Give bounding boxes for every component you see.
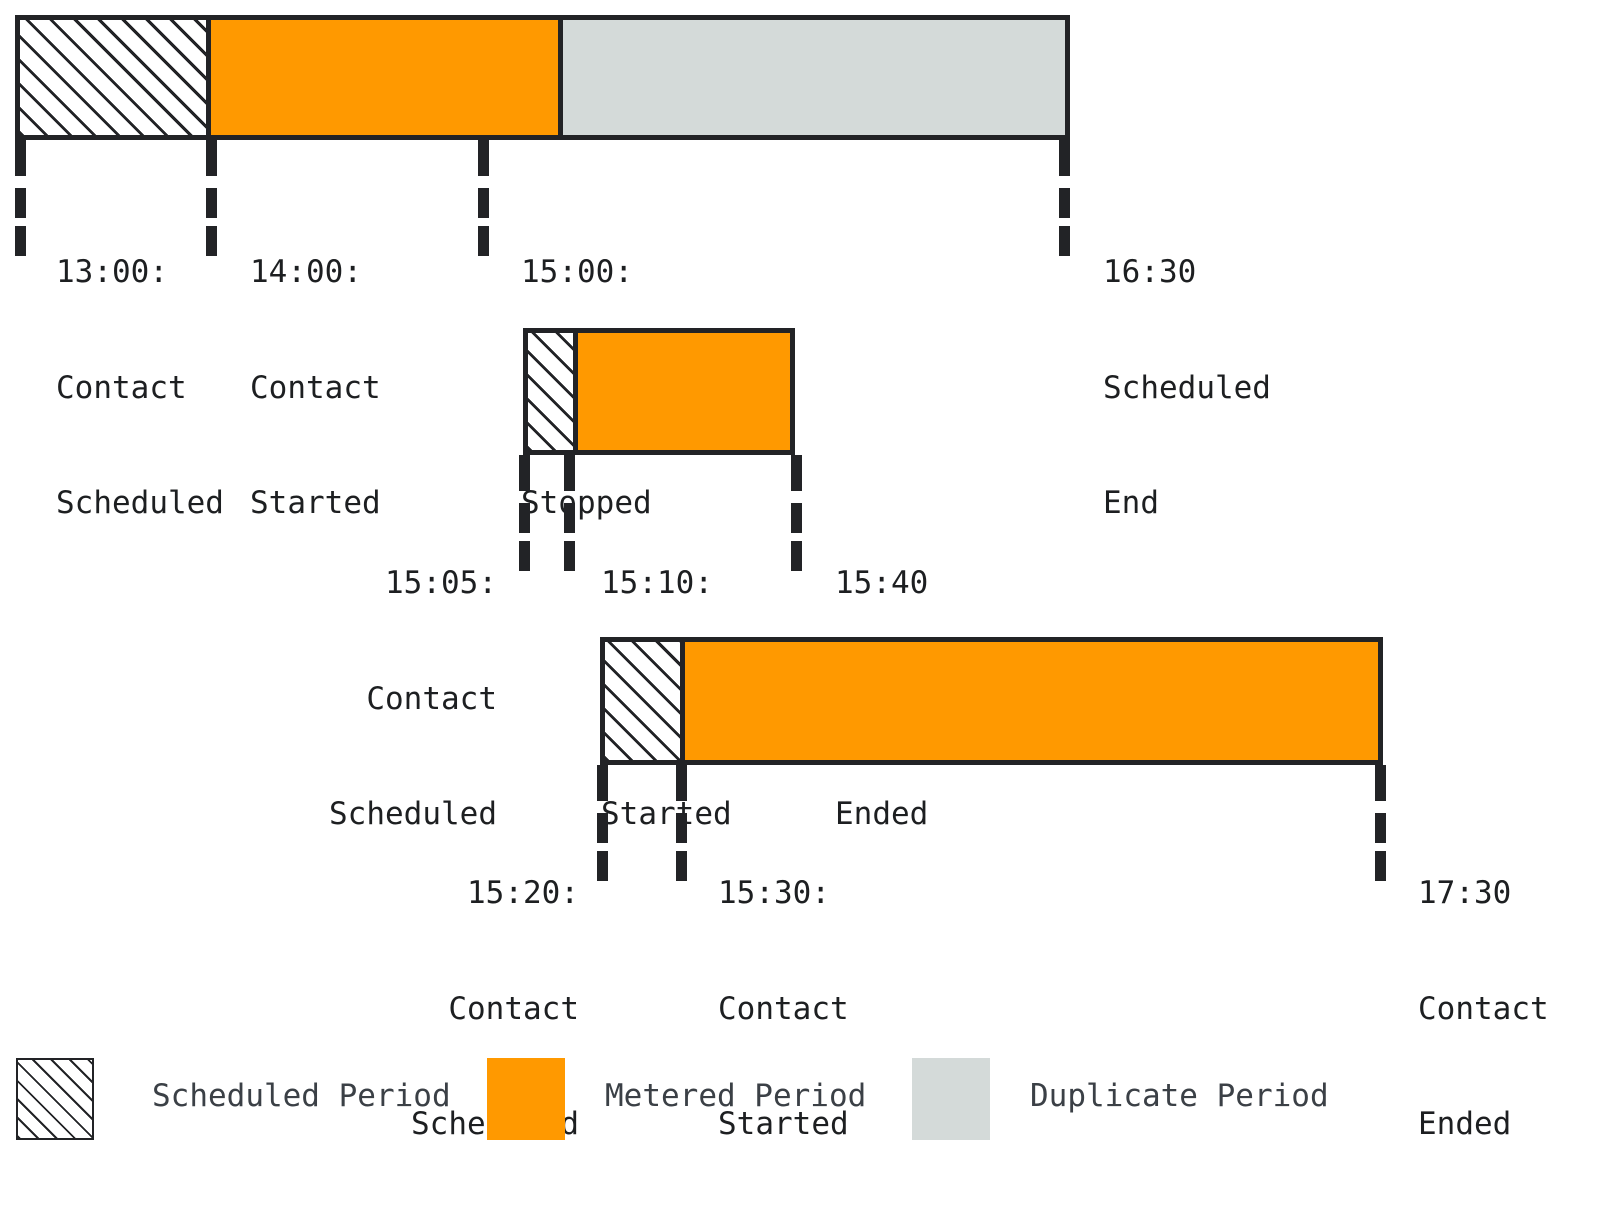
timeline-2-metered-period: [578, 333, 790, 450]
event-time: 16:30: [1103, 254, 1197, 290]
timeline-3-bar: [600, 637, 1383, 765]
tick-dash: [597, 851, 608, 881]
timeline-1-event-1-label: 13:00: Contact Scheduled: [56, 176, 306, 600]
event-time: 17:30: [1418, 875, 1512, 911]
tick-dash: [676, 851, 687, 881]
event-line3: Scheduled: [56, 485, 224, 521]
event-time: 15:10:: [601, 565, 713, 601]
event-time: 14:00:: [250, 254, 362, 290]
tick-dash: [1059, 226, 1070, 256]
tick-dash: [1375, 813, 1386, 843]
timeline-2-bar: [523, 328, 795, 455]
tick-stub: [206, 140, 217, 176]
legend-item-duplicate-period: Duplicate Period: [912, 1040, 1352, 1150]
legend-swatch-metered-period: [487, 1058, 565, 1140]
timeline-3-event-3-label: 17:30 Contact Ended: [1418, 797, 1612, 1221]
timeline-3-metered-period: [685, 642, 1378, 760]
timeline-1-duplicate-period: [563, 20, 1065, 135]
legend-label-duplicate-period: Duplicate Period: [1030, 1078, 1329, 1114]
legend-label-metered-period: Metered Period: [605, 1078, 867, 1114]
tick-dash: [564, 503, 575, 533]
timeline-3-event-2-label: 15:30: Contact Started: [718, 797, 968, 1221]
legend-swatch-scheduled-period: [16, 1058, 94, 1140]
event-line3: Stopped: [521, 485, 652, 521]
tick-stub: [519, 455, 530, 491]
tick-stub: [15, 140, 26, 176]
timeline-1-event-2-label: 14:00: Contact Started: [250, 176, 500, 600]
tick-dash: [519, 503, 530, 533]
event-line3: Started: [718, 1106, 849, 1142]
tick-stub: [564, 455, 575, 491]
event-time: 15:00:: [521, 254, 633, 290]
event-line3: Started: [601, 796, 732, 832]
event-time: 15:05:: [385, 565, 497, 601]
event-line3: End: [1103, 485, 1159, 521]
tick-dash: [597, 813, 608, 843]
tick-dash: [791, 541, 802, 571]
timeline-2-event-1-label: 15:05: Contact Scheduled: [230, 487, 497, 911]
event-line2: Contact: [448, 990, 579, 1027]
tick-dash: [564, 541, 575, 571]
timeline-3-scheduled-period: [605, 642, 685, 760]
tick-dash: [676, 813, 687, 843]
timeline-2-scheduled-period: [528, 333, 578, 450]
tick-dash: [1059, 188, 1070, 218]
tick-dash: [206, 188, 217, 218]
event-line3: Scheduled: [329, 796, 497, 832]
event-line2: Contact: [1418, 990, 1549, 1027]
tick-dash: [206, 226, 217, 256]
tick-stub: [597, 765, 608, 801]
event-time: 15:30:: [718, 875, 830, 911]
legend-swatch-duplicate-period: [912, 1058, 990, 1140]
event-line2: Scheduled: [1103, 369, 1271, 406]
tick-dash: [478, 226, 489, 256]
timeline-1-bar: [15, 15, 1070, 140]
event-time: 15:40: [835, 565, 929, 601]
legend-item-scheduled-period: Scheduled Period: [16, 1040, 456, 1150]
event-time: 13:00:: [56, 254, 168, 290]
tick-stub: [1059, 140, 1070, 176]
tick-stub: [1375, 765, 1386, 801]
tick-dash: [1375, 851, 1386, 881]
tick-dash: [15, 226, 26, 256]
event-line3: Ended: [835, 796, 929, 832]
event-line3: Started: [250, 485, 381, 521]
event-line2: Contact: [366, 680, 497, 717]
tick-dash: [478, 188, 489, 218]
tick-dash: [15, 188, 26, 218]
event-line2: Contact: [250, 369, 381, 406]
legend-label-scheduled-period: Scheduled Period: [152, 1078, 451, 1114]
event-time: 15:20:: [467, 875, 579, 911]
event-line2: Contact: [718, 990, 849, 1027]
event-line3: Ended: [1418, 1106, 1512, 1142]
timeline-1-metered-period: [211, 20, 563, 135]
legend-item-metered-period: Metered Period: [487, 1040, 927, 1150]
tick-stub: [676, 765, 687, 801]
tick-dash: [791, 503, 802, 533]
tick-stub: [791, 455, 802, 491]
tick-stub: [478, 140, 489, 176]
event-line2: Contact: [56, 369, 187, 406]
legend: Scheduled Period Metered Period Duplicat…: [0, 1040, 1612, 1160]
timeline-1-scheduled-period: [20, 20, 211, 135]
tick-dash: [519, 541, 530, 571]
timeline-1-event-4-label: 16:30 Scheduled End: [1103, 176, 1403, 600]
